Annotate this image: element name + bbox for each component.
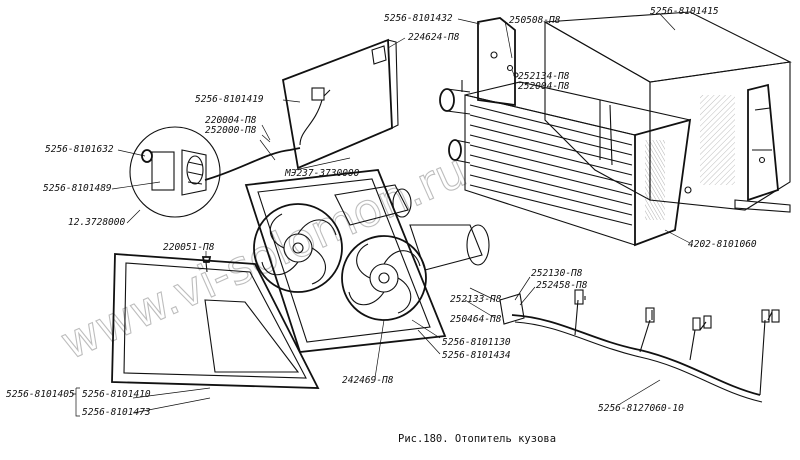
screw [201,256,212,273]
label-8101434: 5256-8101434 [442,350,511,361]
wire-harness [499,289,780,403]
label-242469: 242469-П8 [342,375,394,386]
fan-assembly [244,169,490,353]
label-252458: 252458-П8 [536,280,588,291]
label-8101405: 5256-8101405 [6,389,75,400]
switch-detail-inset [129,126,301,218]
label-252000: 252000-П8 [205,125,257,136]
label-250508: 250508-П8 [509,15,561,26]
label-8127060: 5256-8127060-10 [598,403,684,414]
mounting-bracket [477,17,519,107]
cover-plate [281,38,399,170]
label-8101415: 5256-8101415 [650,6,719,17]
label-8101473: 5256-8101473 [82,407,151,418]
label-8101410: 5256-8101410 [82,389,151,400]
label-M3237: МЭ237-3730000 [284,168,360,179]
heater-housing-case [543,11,792,213]
heater-radiator-core [439,80,692,247]
label-220051: 220051-П8 [163,242,215,253]
callout-labels: 5256-8101432 250508-П8 5256-8101415 2246… [6,6,757,418]
label-252130: 252130-П8 [531,268,583,279]
leader-lines [72,13,691,417]
label-224624: 224624-П8 [408,32,460,43]
fan-left [253,203,343,293]
label-8101419: 5256-8101419 [195,94,264,105]
label-8101130: 5256-8101130 [442,337,511,348]
label-252133: 252133-П8 [450,294,502,305]
label-3728000: 12.3728000 [68,217,125,228]
label-8101632: 5256-8101632 [45,144,114,155]
figure-caption: Рис.180. Отопитель кузова [398,433,556,445]
label-4202: 4202-8101060 [688,239,757,250]
front-grille [111,253,320,389]
label-252004: 252004-П8 [518,81,570,92]
label-252134: 252134-П8 [518,71,570,82]
label-8101432: 5256-8101432 [384,13,453,24]
label-250464: 250464-П8 [450,314,502,325]
radiator-tubes [469,104,633,226]
fan-right [341,235,427,321]
label-8101489: 5256-8101489 [43,183,112,194]
label-220004: 220004-П8 [205,115,257,126]
